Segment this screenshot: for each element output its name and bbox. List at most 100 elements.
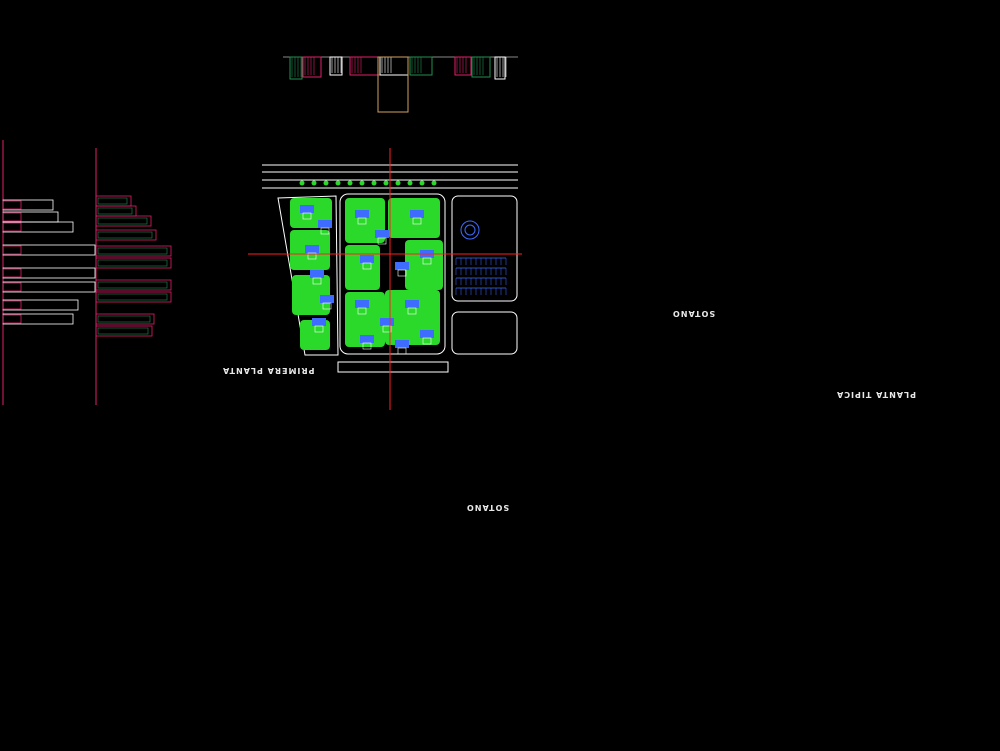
elevation-bar bbox=[329, 56, 343, 76]
apartment-unit bbox=[380, 318, 394, 326]
unit-core bbox=[382, 325, 392, 333]
unit-core bbox=[377, 237, 387, 245]
apartment-unit bbox=[355, 210, 369, 218]
slab-inner bbox=[97, 231, 153, 239]
slab-accent bbox=[2, 314, 22, 324]
slab-inner bbox=[97, 293, 168, 301]
slab bbox=[95, 245, 172, 257]
unit-core bbox=[362, 342, 372, 350]
apartment-unit bbox=[318, 220, 332, 228]
apartment-unit bbox=[312, 318, 326, 326]
unit-core bbox=[397, 269, 407, 277]
apartment-unit bbox=[305, 245, 319, 253]
elevation-bar bbox=[471, 56, 491, 78]
tree bbox=[431, 180, 437, 186]
unit-core bbox=[302, 212, 312, 220]
tree bbox=[323, 180, 329, 186]
slab bbox=[2, 244, 96, 256]
slab bbox=[95, 205, 137, 217]
slab bbox=[2, 199, 54, 211]
slab-accent bbox=[2, 200, 22, 210]
slab-accent bbox=[2, 222, 22, 232]
apartment-unit bbox=[395, 340, 409, 348]
label-planta-tipica: PLANTA TIPICA bbox=[836, 390, 916, 399]
unit-core bbox=[322, 302, 332, 310]
primera-planta-plan bbox=[248, 148, 522, 410]
green-area bbox=[345, 245, 380, 290]
label-sotano-2: SOTANO bbox=[466, 503, 510, 512]
slab-inner bbox=[97, 315, 151, 323]
slab bbox=[95, 291, 172, 303]
unit-core bbox=[422, 257, 432, 265]
slab bbox=[2, 281, 96, 293]
label-primera-planta: PRIMERA PLANTA bbox=[222, 366, 315, 375]
elevation-bar bbox=[349, 56, 381, 76]
slab-inner bbox=[97, 247, 168, 255]
left-side-elevation-1 bbox=[2, 140, 96, 405]
slab bbox=[2, 267, 96, 279]
unit-core bbox=[422, 337, 432, 345]
slab-inner bbox=[97, 207, 133, 215]
top-elevation bbox=[283, 56, 518, 113]
apartment-unit bbox=[355, 300, 369, 308]
slab bbox=[95, 279, 172, 291]
slab-inner bbox=[97, 259, 168, 267]
tree bbox=[311, 180, 317, 186]
slab-inner bbox=[97, 281, 168, 289]
slab bbox=[95, 257, 172, 269]
slab bbox=[2, 221, 74, 233]
left-side-elevation-2 bbox=[95, 148, 172, 405]
tree bbox=[359, 180, 365, 186]
apartment-unit bbox=[410, 210, 424, 218]
apartment-unit bbox=[405, 300, 419, 308]
slab-accent bbox=[2, 300, 22, 310]
slab-accent bbox=[2, 282, 22, 292]
unit-core bbox=[357, 217, 367, 225]
apartment-unit bbox=[300, 205, 314, 213]
tree bbox=[335, 180, 341, 186]
slab-inner bbox=[97, 327, 149, 335]
slab bbox=[95, 229, 157, 241]
unit-core bbox=[307, 252, 317, 260]
tree bbox=[407, 180, 413, 186]
slab-accent bbox=[2, 212, 22, 222]
tree bbox=[419, 180, 425, 186]
elevation-bar bbox=[302, 56, 322, 78]
unit-core bbox=[362, 262, 372, 270]
label-sotano-1: SOTANO bbox=[672, 309, 716, 318]
apartment-unit bbox=[375, 230, 389, 238]
apartment-unit bbox=[310, 270, 324, 278]
slab-accent bbox=[2, 245, 22, 255]
apartment-unit bbox=[420, 330, 434, 338]
apartment-unit bbox=[320, 295, 334, 303]
tree bbox=[299, 180, 305, 186]
unit-core bbox=[314, 325, 324, 333]
tree bbox=[383, 180, 389, 186]
elevation-bar bbox=[379, 56, 409, 76]
tree bbox=[371, 180, 377, 186]
green-area bbox=[292, 275, 330, 315]
slab-accent bbox=[2, 268, 22, 278]
slab bbox=[95, 195, 132, 207]
unit-core bbox=[320, 227, 330, 235]
unit-core bbox=[312, 277, 322, 285]
slab bbox=[95, 325, 153, 337]
apartment-unit bbox=[360, 335, 374, 343]
slab-inner bbox=[97, 197, 128, 205]
slab-inner bbox=[97, 217, 148, 225]
apartment-unit bbox=[360, 255, 374, 263]
unit-core bbox=[357, 307, 367, 315]
apartment-unit bbox=[395, 262, 409, 270]
slab bbox=[95, 215, 152, 227]
unit-core bbox=[397, 347, 407, 355]
slab bbox=[95, 313, 155, 325]
slab bbox=[2, 313, 74, 325]
green-area bbox=[405, 240, 443, 290]
unit-core bbox=[412, 217, 422, 225]
tree bbox=[347, 180, 353, 186]
tree bbox=[395, 180, 401, 186]
unit-core bbox=[407, 307, 417, 315]
slab bbox=[2, 299, 79, 311]
elevation-bar bbox=[289, 56, 303, 80]
